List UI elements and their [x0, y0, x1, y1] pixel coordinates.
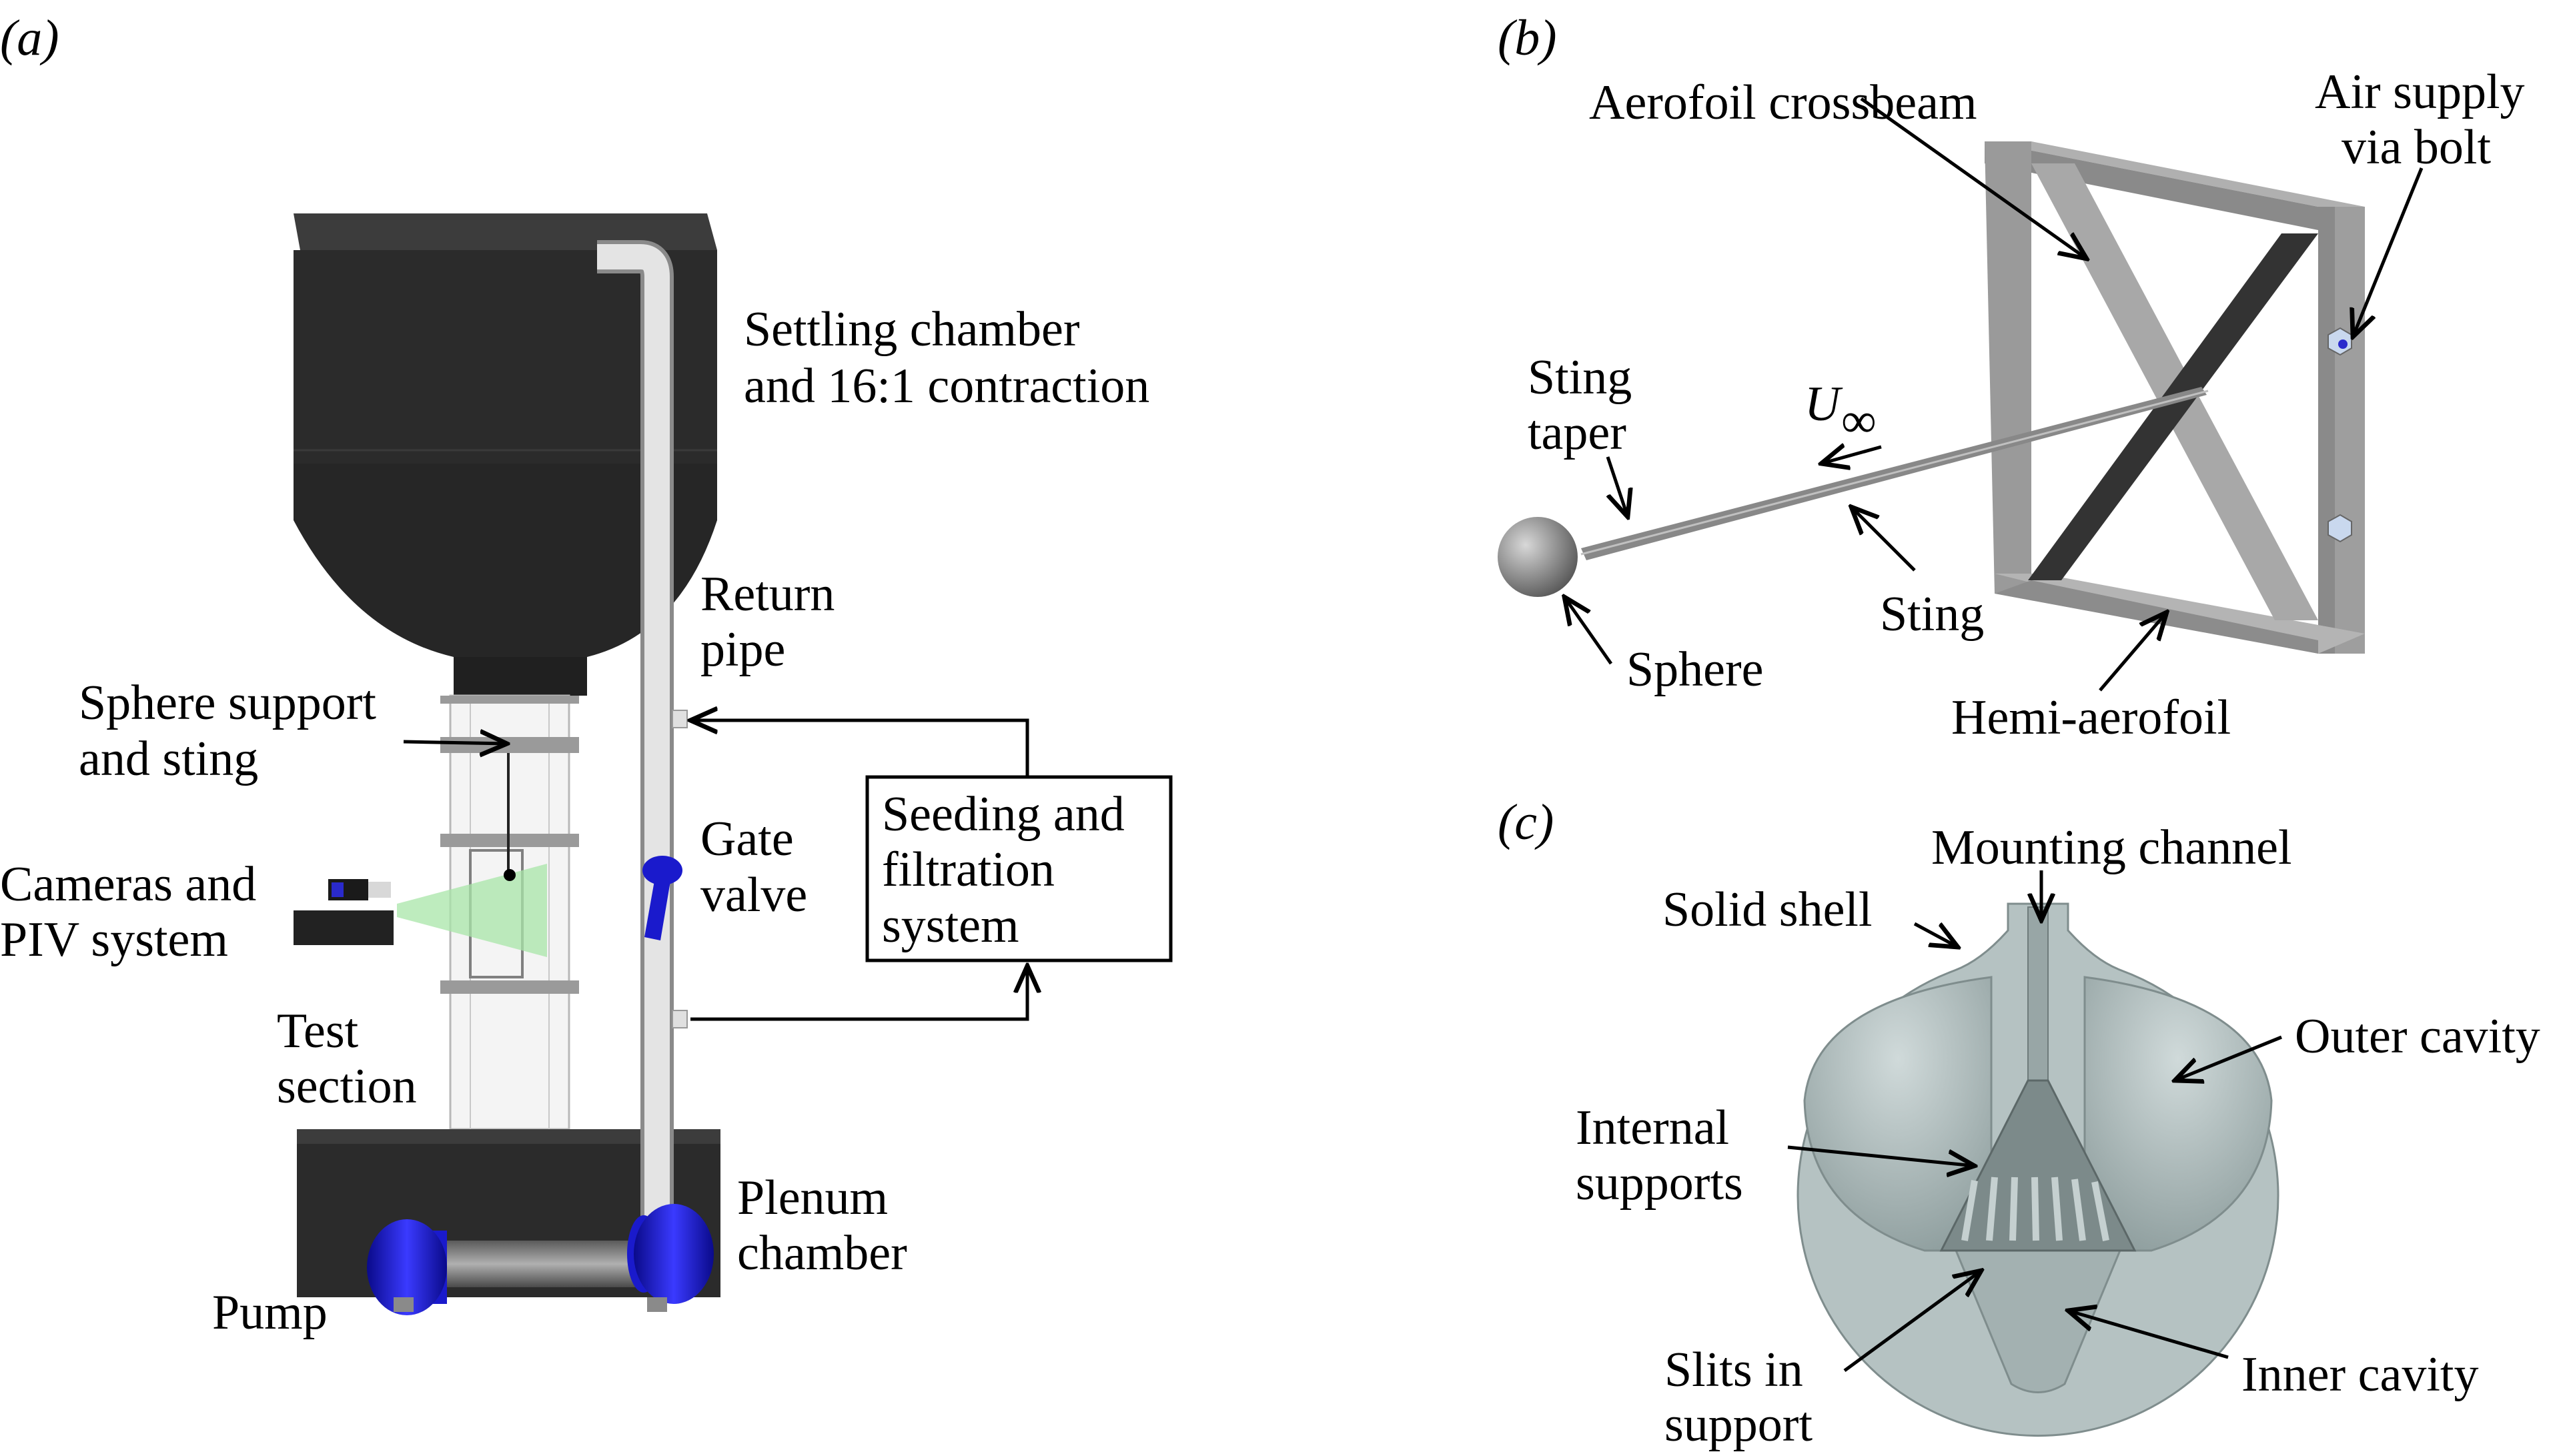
- arrow-sting-taper: [1608, 456, 1628, 517]
- label-gate-valve-1: Gate: [700, 812, 794, 866]
- sphere-cross-section: [1796, 902, 2279, 1437]
- label-seeding-1: Seeding and: [882, 787, 1125, 842]
- label-air-supply-1: Air supply: [2315, 65, 2525, 119]
- label-sting: Sting: [1880, 587, 1984, 642]
- arrow-slits: [1843, 1271, 1981, 1373]
- label-internal-supports-1: Internal: [1576, 1101, 1729, 1155]
- label-hemi-aerofoil: Hemi-aerofoil: [1951, 690, 2231, 745]
- label-sting-taper-2: taper: [1528, 406, 1626, 460]
- laser-sheet: [397, 864, 547, 957]
- label-cameras-2: PIV system: [0, 912, 228, 967]
- panel-b-tag: (b): [1498, 10, 1557, 66]
- arrow-air-supply: [2353, 167, 2424, 337]
- label-mounting-channel: Mounting channel: [1931, 820, 2292, 875]
- dark-crossbeam: [2028, 233, 2318, 580]
- label-inner-cavity: Inner cavity: [2241, 1347, 2478, 1402]
- sphere-support-plate: [440, 737, 579, 753]
- arrow-inner-cavity: [2068, 1311, 2229, 1359]
- label-test-section-2: section: [277, 1059, 417, 1114]
- label-pump: Pump: [212, 1285, 328, 1340]
- arrow-internal-supports: [1787, 1145, 1975, 1166]
- label-sting-taper-1: Sting: [1528, 350, 1632, 405]
- arrow-outer-cavity: [2175, 1035, 2282, 1080]
- sphere-model: [1498, 517, 1578, 597]
- label-aerofoil-crossbeam: Aerofoil crossbeam: [1589, 75, 1977, 130]
- return-pipe: [597, 240, 688, 1227]
- label-plenum-1: Plenum: [737, 1171, 888, 1225]
- label-gate-valve-2: valve: [700, 868, 807, 922]
- label-settling-chamber-1: Settling chamber: [744, 302, 1079, 357]
- arrow-hemi-aerofoil: [2099, 612, 2167, 692]
- label-outer-cavity: Outer cavity: [2295, 1009, 2540, 1064]
- lower-bolt: [2328, 514, 2352, 543]
- label-cameras-1: Cameras and: [0, 857, 256, 912]
- label-sphere-support-2: and sting: [79, 732, 258, 786]
- label-solid-shell: Solid shell: [1662, 882, 1873, 937]
- panel-b: (b): [1498, 10, 2525, 745]
- label-seeding-2: filtration: [882, 842, 1055, 897]
- label-sphere-support-1: Sphere support: [79, 676, 376, 730]
- test-section-column: [397, 694, 579, 1131]
- arrow-to-seeding: [690, 966, 1027, 1021]
- inner-cavity: [1953, 1246, 2123, 1393]
- label-air-supply-2: via bolt: [2342, 120, 2491, 175]
- arrow-flow-direction: [1821, 447, 1882, 464]
- arrow-sphere-support: [403, 742, 507, 744]
- label-settling-chamber-2: and 16:1 contraction: [744, 359, 1149, 414]
- label-sphere: Sphere: [1626, 642, 1764, 697]
- panel-c: (c): [1498, 794, 2540, 1452]
- arrow-solid-shell: [1913, 922, 1958, 947]
- panel-a-tag: (a): [0, 10, 59, 66]
- sphere-dot: [504, 869, 516, 881]
- label-return-pipe-1: Return: [700, 567, 835, 622]
- label-seeding-3: system: [882, 898, 1019, 953]
- label-plenum-2: chamber: [737, 1226, 907, 1281]
- label-u-infinity-subscript: ∞: [1841, 394, 1877, 448]
- support-frame: [1985, 141, 2365, 654]
- arrow-sting: [1851, 507, 1916, 572]
- seeding-filtration-box: [865, 775, 1173, 962]
- panel-a: (a): [0, 10, 1173, 1340]
- arrow-sphere: [1564, 597, 1613, 665]
- label-u-infinity: U: [1805, 377, 1843, 432]
- label-test-section-1: Test: [277, 1004, 359, 1058]
- outer-cavity-right: [2083, 976, 2273, 1252]
- support-slits: [1961, 1177, 2109, 1241]
- arrow-to-return-pipe: [690, 720, 1029, 777]
- panel-c-tag: (c): [1498, 794, 1554, 850]
- outer-cavity-left: [1803, 976, 1993, 1252]
- label-slits-2: support: [1664, 1397, 1813, 1452]
- camera-system: [294, 879, 394, 945]
- label-return-pipe-2: pipe: [700, 622, 785, 677]
- gate-valve-handle: [642, 856, 682, 940]
- pump-assembly: [367, 1204, 714, 1315]
- label-internal-supports-2: supports: [1576, 1156, 1743, 1211]
- arrow-aerofoil-crossbeam: [1860, 97, 2087, 259]
- mounting-channel: [2027, 906, 2049, 1081]
- label-slits-1: Slits in: [1664, 1343, 1803, 1397]
